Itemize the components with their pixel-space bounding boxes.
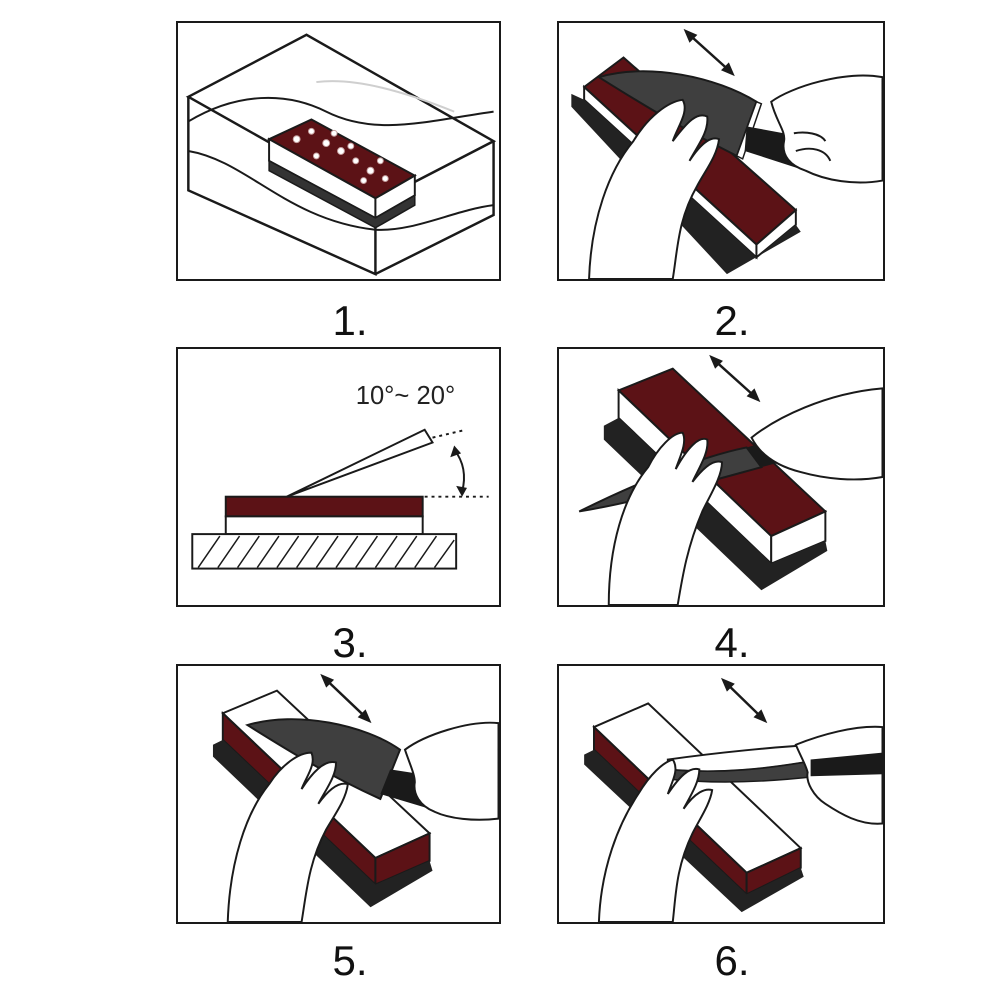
step-3-number: 3. xyxy=(332,619,368,666)
step-2-panel xyxy=(557,21,885,281)
step-6-number: 6. xyxy=(714,937,750,984)
blade xyxy=(286,428,434,498)
table-surface xyxy=(191,533,458,570)
step-5-number: 5. xyxy=(332,937,368,984)
step-4-number: 4. xyxy=(714,619,750,666)
stone-white-layer xyxy=(224,515,424,536)
step-6-panel xyxy=(557,664,885,924)
stone-red-layer xyxy=(224,495,424,518)
finishing-fine-side-illustration xyxy=(584,677,883,922)
angle-label: 10°~ 20° xyxy=(356,382,455,410)
blade-angle-illustration: 10°~ 20° xyxy=(191,382,489,570)
step-5-panel xyxy=(176,664,501,924)
step-1-number: 1. xyxy=(332,297,368,344)
water-bubbles xyxy=(292,127,389,184)
step-4-panel xyxy=(557,347,885,607)
soaking-stone-illustration xyxy=(185,33,497,276)
sharpening-red-side-illustration xyxy=(571,28,883,279)
step-1-panel xyxy=(176,21,501,281)
step-3-panel: 10°~ 20° xyxy=(176,347,501,607)
step-2-number: 2. xyxy=(714,297,750,344)
sharpening-fine-side-illustration xyxy=(212,673,499,922)
sharpening-other-side-illustration xyxy=(578,354,883,605)
